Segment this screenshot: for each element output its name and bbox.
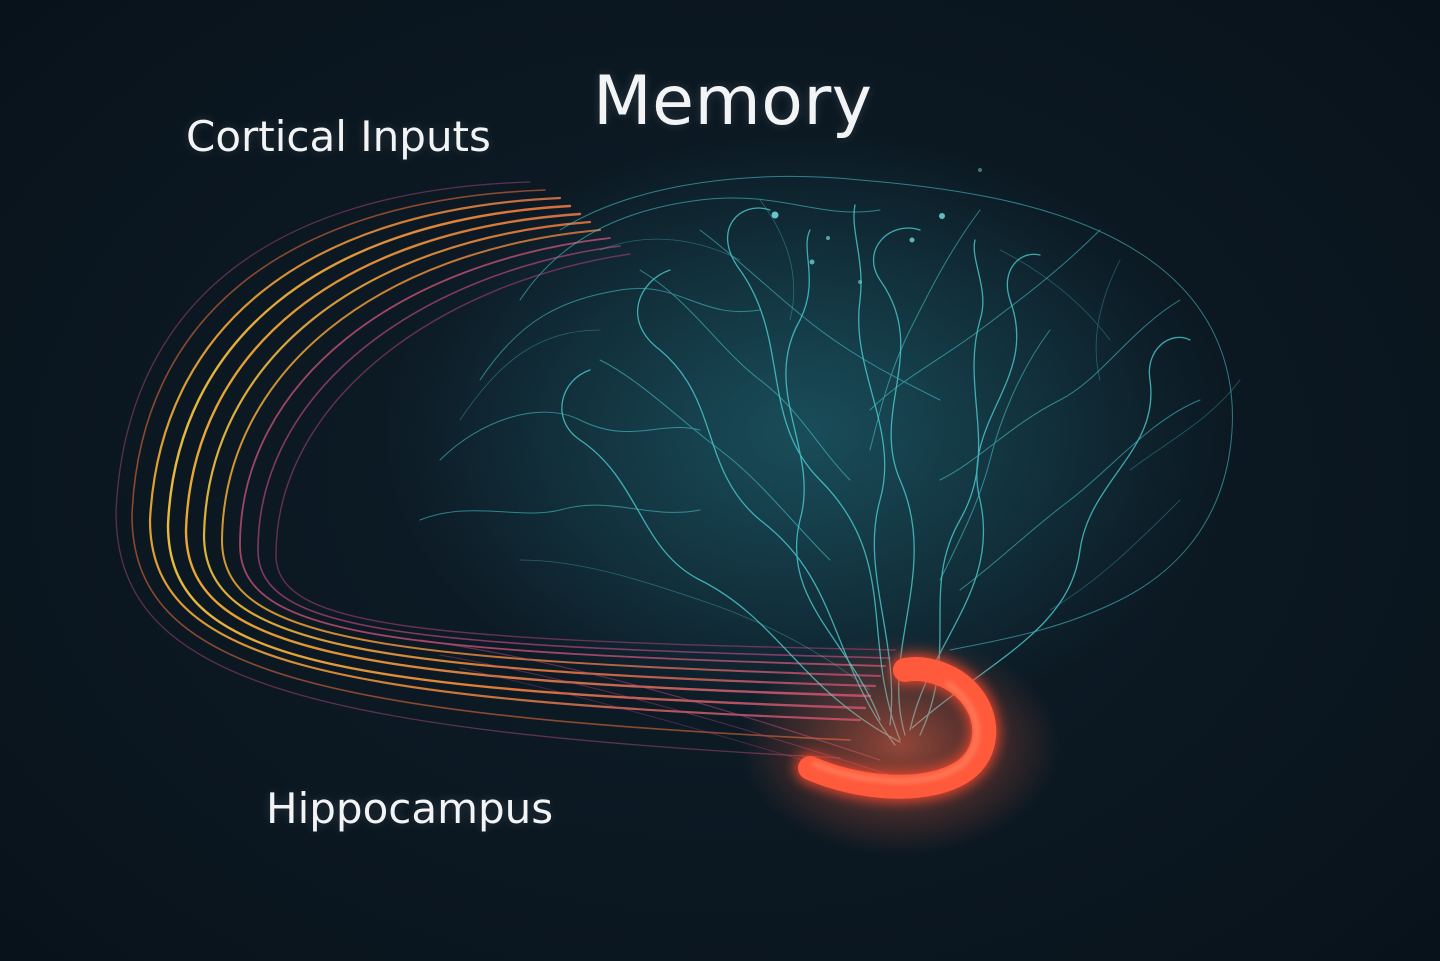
diagram-title: Memory [593,62,873,141]
hippocampus-label: Hippocampus [266,784,554,833]
hippocampus-shape [740,635,1060,855]
neural-network [419,168,1241,746]
network-glow [380,130,1240,730]
network-sparkles [771,168,982,284]
cortical-inputs-label: Cortical Inputs [186,112,491,161]
